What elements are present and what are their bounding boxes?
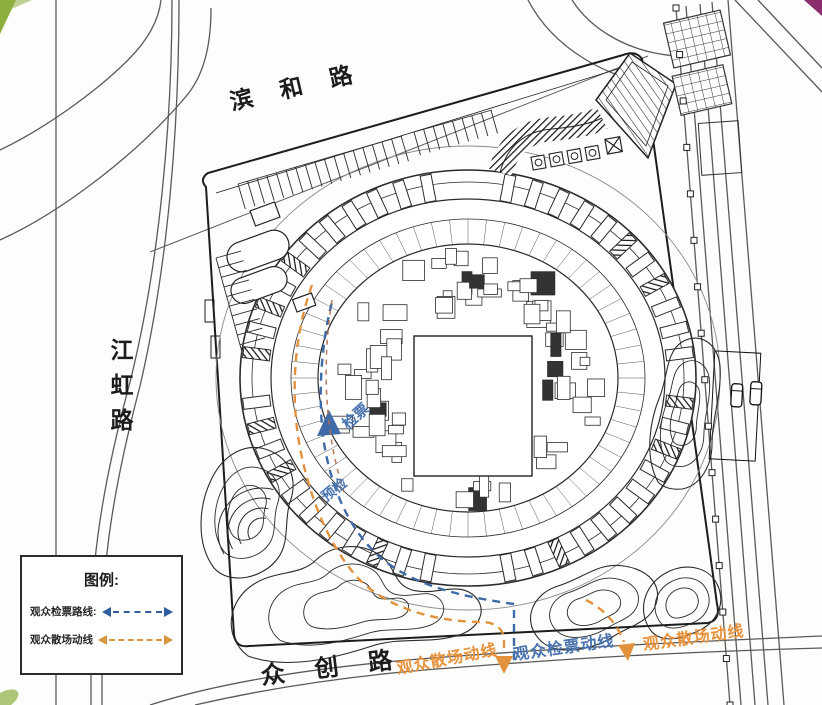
fence-markers — [672, 4, 734, 705]
road-label-binhe: 滨和路 — [227, 55, 382, 115]
green-accent-bottomleft — [0, 689, 19, 705]
dropoff-layby — [708, 350, 763, 462]
road-label-jianghong: 江虹路 — [107, 338, 134, 443]
legend-title: 图例: — [84, 572, 119, 589]
circulation-routes — [293, 284, 635, 674]
diamond-building — [595, 51, 677, 160]
northeast-trellis — [662, 9, 743, 176]
legend-item-ticket-check: 观众检票路线: — [30, 604, 173, 619]
stadium-courtyard — [413, 335, 533, 477]
amphitheater-steps — [217, 487, 274, 555]
green-accent-topleft — [0, 0, 32, 34]
x-box — [604, 136, 623, 155]
double-arrow-icon — [98, 634, 173, 646]
car-icon — [730, 383, 744, 408]
route-label-ticket-check: 观众检票动线 — [512, 631, 616, 664]
equipment-boxes — [530, 144, 601, 171]
parking-stalls — [215, 109, 498, 353]
legend-item-label: 观众散场动线 — [30, 634, 93, 646]
landscape-mounds — [200, 337, 722, 664]
northwest-buildings — [226, 201, 317, 313]
legend-item-egress: 观众散场动线 — [30, 632, 173, 647]
magenta-accent-topright — [804, 0, 822, 16]
car-icon — [749, 381, 763, 406]
north-buildings — [488, 51, 677, 176]
legend-item-label: 观众检票路线: — [30, 606, 97, 618]
legend-box: 图例: 观众检票路线: 观众散场动线 — [20, 555, 183, 675]
double-arrow-icon — [101, 606, 173, 618]
